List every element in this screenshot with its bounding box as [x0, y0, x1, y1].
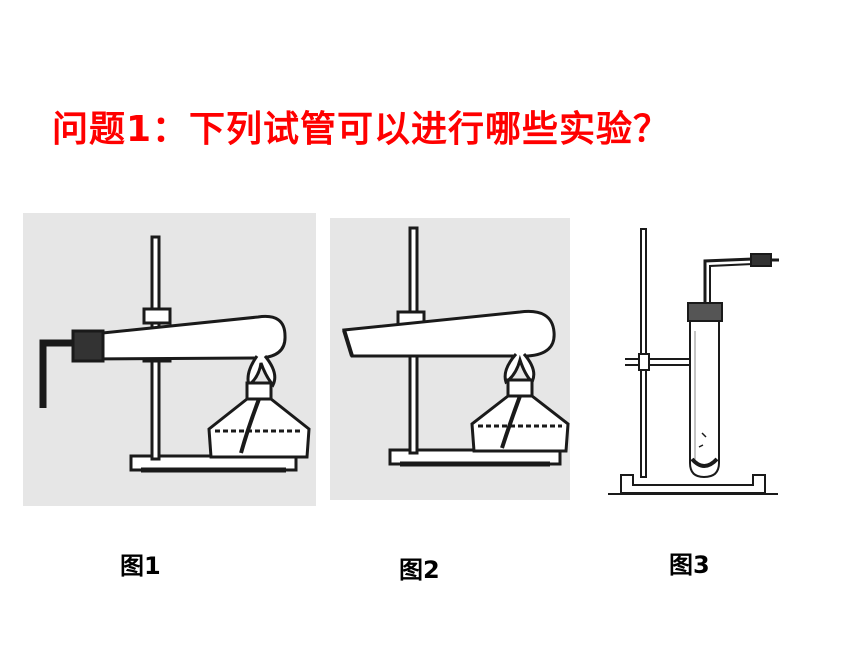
- figure-3-diagram: [603, 223, 783, 498]
- figure-1-diagram: [23, 213, 316, 506]
- figure-3-caption: 图3: [669, 551, 710, 579]
- question-title: 问题1：下列试管可以进行哪些实验？: [52, 109, 671, 150]
- figure-3: [603, 223, 783, 498]
- figure-1-caption: 图1: [120, 552, 161, 580]
- figure-2: [330, 218, 570, 500]
- figure-2-diagram: [330, 218, 570, 500]
- figure-2-caption: 图2: [399, 556, 440, 584]
- figure-1: [23, 213, 316, 506]
